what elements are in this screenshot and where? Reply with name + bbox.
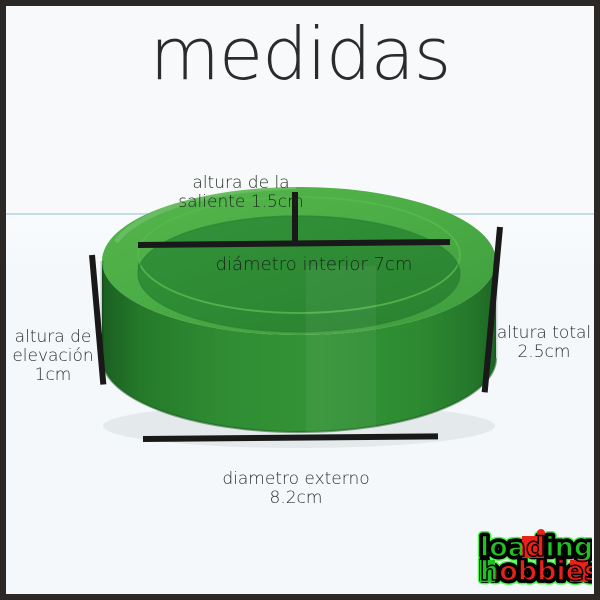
label-altura-elevacion: altura de elevación 1cm <box>12 327 94 386</box>
loading-hobbies-logo: loading hobbies loading hobbies loading … <box>474 528 593 590</box>
logo-accents <box>480 529 588 582</box>
viewport-sky <box>6 6 594 215</box>
3d-viewport[interactable]: altura de la saliente 1.5cm diámetro int… <box>6 6 594 594</box>
page-title: medidas <box>149 12 451 96</box>
logo-line1-edge: loading <box>480 532 592 563</box>
logo-line2-edge: hobbies <box>480 556 592 587</box>
label-diametro-interior: diámetro interior 7cm <box>215 254 413 275</box>
body-sheen <box>306 266 376 436</box>
bottom-edge <box>100 357 498 434</box>
label-altura-saliente: altura de la saliente 1.5cm <box>178 173 304 213</box>
label-diametro-externo: diametro externo 8.2cm <box>222 469 370 509</box>
label-altura-total: altura total 2.5cm <box>496 323 592 363</box>
outer-wall <box>102 261 496 432</box>
